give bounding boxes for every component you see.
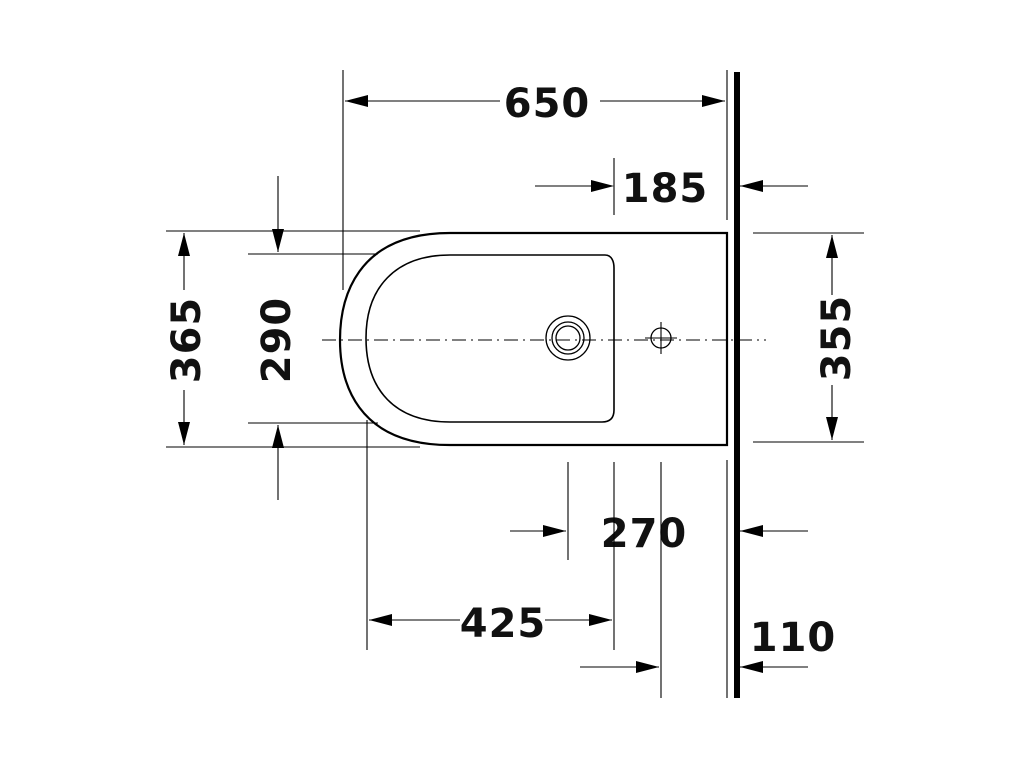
bidet-outline — [338, 231, 729, 447]
tap-hole — [545, 315, 591, 361]
dim-365 — [166, 230, 420, 448]
dim-425 — [366, 420, 615, 650]
label-270: 270 — [601, 511, 688, 557]
label-365: 365 — [164, 297, 210, 384]
label-425: 425 — [460, 601, 547, 647]
label-290: 290 — [254, 297, 300, 384]
dim-650 — [342, 70, 728, 290]
dim-290 — [248, 176, 378, 500]
label-355: 355 — [814, 295, 860, 382]
dim-270 — [510, 462, 808, 560]
label-110: 110 — [750, 615, 837, 661]
label-185: 185 — [622, 166, 709, 212]
label-650: 650 — [504, 81, 591, 127]
dim-355 — [753, 232, 864, 443]
fixing-hole — [645, 322, 677, 354]
dim-185 — [535, 158, 808, 215]
dim-110 — [580, 460, 808, 698]
